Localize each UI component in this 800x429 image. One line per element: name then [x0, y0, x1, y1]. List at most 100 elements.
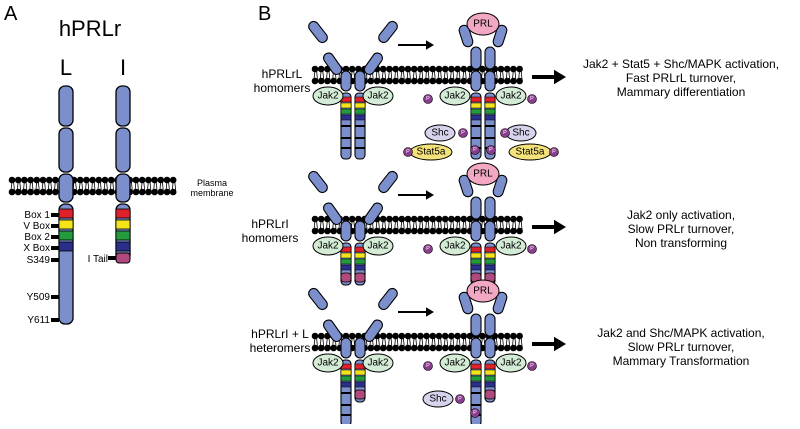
row3-activation-arrow	[398, 307, 434, 317]
lipid-head	[503, 344, 511, 352]
row2-inactive-receptor	[308, 170, 398, 286]
lipid-head	[21, 176, 28, 184]
xbox-band	[484, 264, 496, 271]
receptor-arm	[378, 20, 398, 44]
lipid-head	[479, 332, 486, 340]
box2-band	[470, 108, 482, 115]
box2-band	[115, 230, 131, 241]
lipid-head	[39, 176, 47, 184]
row2-active-jak2-right	[495, 236, 527, 256]
arrowhead	[426, 40, 434, 50]
lipid-head	[423, 77, 430, 85]
row3-inactive-jak2-right-label: Jak2	[367, 358, 389, 369]
row3-prl	[466, 279, 500, 303]
transmembrane-segment	[484, 337, 496, 359]
row1-outcome-line2: Fast PRLrL turnover,	[626, 71, 736, 85]
lipid-head	[342, 215, 350, 223]
receptors	[51, 20, 508, 427]
lipid-head	[342, 332, 350, 340]
row2-left-label-line1: hPRLrI	[251, 217, 288, 231]
lipid-head	[132, 188, 140, 196]
transmembrane-segment	[354, 337, 366, 359]
tyrosine-mark	[485, 125, 495, 127]
lipid-head	[404, 227, 412, 235]
lipid-head	[398, 77, 406, 85]
lipid-head	[454, 227, 461, 235]
row2-inactive-jak2-right-label: Jak2	[367, 241, 389, 252]
row1-inactive-jak2-left-label: Jak2	[317, 91, 339, 102]
lipid-head	[435, 215, 443, 223]
lipid-head	[145, 176, 152, 184]
row3-outcome-line2: Slow PRLr turnover,	[628, 340, 735, 354]
lipid-head	[317, 332, 325, 340]
receptor-arm	[308, 170, 328, 194]
lipid-head	[454, 65, 461, 73]
receptor-stem	[322, 52, 343, 76]
row3-jak2-right-phospho-label: P	[530, 363, 534, 369]
lipid-head	[516, 332, 523, 340]
lipid-head	[8, 188, 16, 196]
lipid-head	[503, 332, 511, 340]
row1-tail-right-phospho	[486, 145, 496, 155]
lipid-head	[317, 344, 325, 352]
lipid-head	[510, 215, 517, 223]
lipid-head	[448, 77, 455, 85]
row3-shc	[422, 390, 454, 408]
lipid-head	[379, 77, 387, 85]
lipid-head	[429, 215, 437, 223]
row1-stat5a-left-phospho	[403, 147, 413, 157]
lipid-head	[367, 344, 375, 352]
row1-tail-right-phospho-label: P	[489, 147, 493, 153]
lipid-head	[392, 227, 399, 235]
lipid-head	[27, 188, 34, 196]
lipid-head	[460, 332, 468, 340]
lipid-head	[39, 188, 47, 196]
i-tail-band	[354, 272, 366, 283]
transmembrane-segment	[340, 337, 352, 359]
i-tail-band	[484, 389, 496, 400]
lipid-head	[151, 188, 158, 196]
transmembrane-segment	[354, 220, 366, 242]
lipid-head	[311, 215, 319, 223]
tyrosine-mark	[341, 137, 351, 139]
receptor-i	[115, 85, 131, 264]
lipid-head	[516, 215, 523, 223]
xbox-band	[484, 381, 496, 388]
lipid-head	[441, 227, 449, 235]
row2-left-label-line2: homomers	[242, 231, 299, 245]
box2-band	[340, 258, 352, 265]
lipid-head	[503, 77, 511, 85]
lipid-head	[386, 227, 393, 235]
lipid-head	[157, 188, 165, 196]
lipid-head	[516, 77, 523, 85]
row1-tail-left-phospho-label: P	[473, 147, 477, 153]
xbox-band	[354, 381, 366, 388]
row3-inactive-jak2-left-label: Jak2	[317, 358, 339, 369]
lipid-head	[311, 65, 319, 73]
box2-band	[340, 108, 352, 115]
row3-shc-phospho-label: P	[458, 396, 462, 402]
lipid-head	[95, 188, 103, 196]
vbox-band	[470, 252, 482, 259]
tyrosine-mark	[471, 404, 481, 406]
lipid-head	[8, 176, 16, 184]
tyrosine-mark	[471, 392, 481, 394]
receptor-arm	[492, 291, 508, 315]
row1-stat5a-right-label: Stat5a	[516, 147, 545, 158]
lipid-head	[497, 227, 505, 235]
lipid-head	[510, 344, 517, 352]
tyrosine-mark	[341, 392, 351, 394]
row3-left-label-line2: heteromers	[250, 341, 311, 355]
lipid-head	[89, 176, 96, 184]
lipid-head	[324, 227, 331, 235]
receptor-stem	[322, 319, 343, 343]
lipid-head	[516, 65, 523, 73]
lipid-head	[510, 65, 517, 73]
box1-band	[484, 363, 496, 370]
box2-band	[354, 375, 366, 382]
receptor-arm	[492, 24, 508, 48]
membranes	[8, 65, 523, 352]
lipid-head	[317, 65, 325, 73]
row1-prl-label: PRL	[473, 19, 493, 30]
